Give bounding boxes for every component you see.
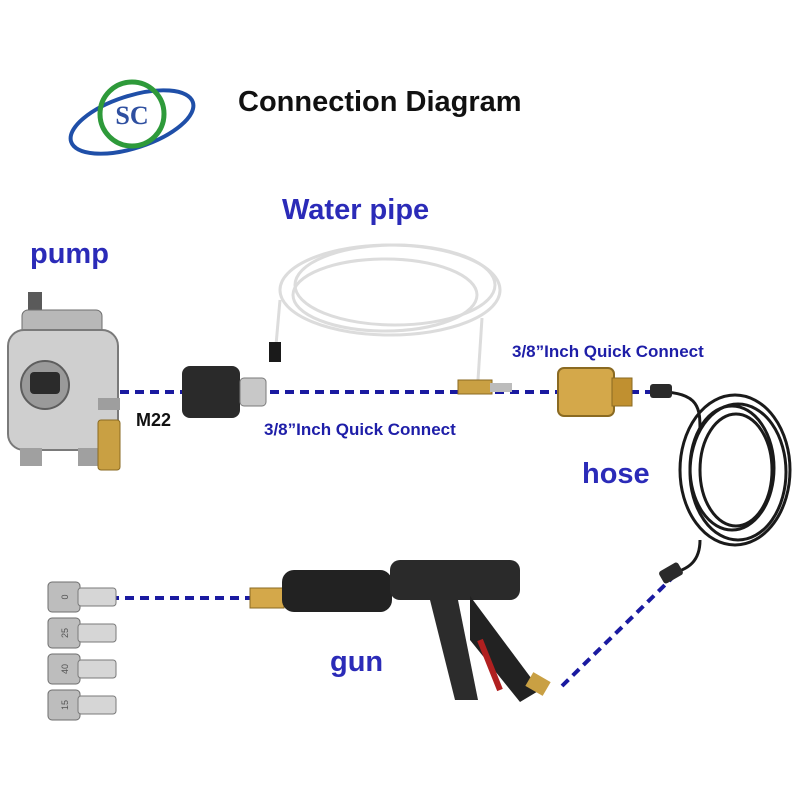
nozzle-tip bbox=[47, 581, 117, 613]
label-hose: hose bbox=[582, 458, 650, 490]
label-quick-connect-left: 3/8”Inch Quick Connect bbox=[264, 420, 456, 439]
nozzle-number: 40 bbox=[60, 664, 70, 674]
label-m22: M22 bbox=[136, 410, 172, 430]
nozzle-number: 15 bbox=[60, 700, 70, 710]
label-gun: gun bbox=[330, 646, 384, 678]
brass-quick-connect bbox=[557, 367, 633, 417]
sc-logo: SC bbox=[62, 74, 202, 164]
water-pipe-fitting bbox=[457, 379, 512, 395]
label-quick-connect-right: 3/8”Inch Quick Connect bbox=[512, 342, 704, 361]
nozzle-tip bbox=[47, 689, 117, 721]
pump-illustration bbox=[7, 292, 121, 471]
label-pump: pump bbox=[30, 238, 109, 270]
hose-coil bbox=[659, 390, 792, 576]
page-title: Connection Diagram bbox=[238, 86, 522, 118]
water-pipe-coil bbox=[274, 243, 502, 381]
m22-adapter bbox=[182, 366, 267, 418]
label-water-pipe: Water pipe bbox=[282, 194, 430, 226]
nozzle-tip bbox=[47, 617, 117, 649]
nozzle-number: 0 bbox=[60, 594, 70, 599]
nozzle-number: 25 bbox=[60, 628, 70, 638]
spray-gun bbox=[249, 560, 551, 702]
nozzle-tips bbox=[47, 581, 117, 721]
nozzle-tip bbox=[47, 653, 117, 685]
logo-text: SC bbox=[115, 101, 148, 130]
